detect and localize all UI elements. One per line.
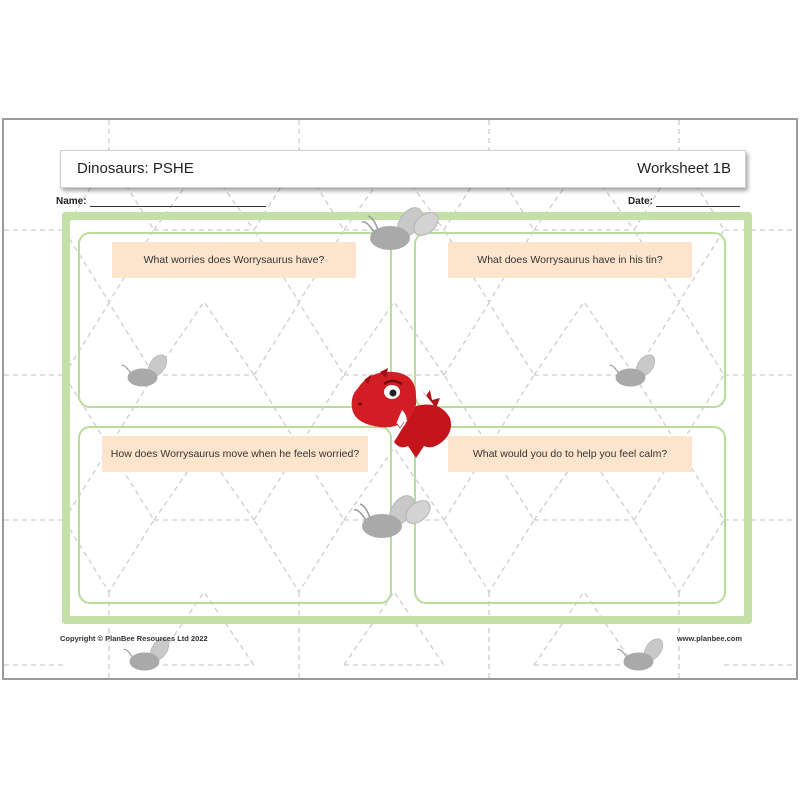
bee-icon — [123, 638, 170, 671]
dinosaur-illustration — [351, 368, 451, 458]
worksheet-title: Dinosaurs: PSHE — [77, 160, 194, 177]
question-box: What worries does Worrysaurus have? — [112, 242, 356, 278]
name-field[interactable]: Name: — [56, 196, 266, 207]
website-link[interactable]: www.planbee.com — [676, 634, 742, 643]
bee-icon — [121, 354, 168, 387]
panel-top-left[interactable] — [78, 232, 392, 408]
worksheet-header: Dinosaurs: PSHE Worksheet 1B — [60, 150, 746, 188]
bee-icon — [609, 354, 656, 387]
bee-icon — [361, 207, 439, 250]
date-line[interactable] — [656, 196, 741, 207]
hexagon-pattern-background — [4, 120, 796, 678]
question-box: What would you do to help you feel calm? — [448, 436, 692, 472]
question-box: What does Worrysaurus have in his tin? — [448, 242, 692, 278]
name-label: Name: — [56, 196, 87, 207]
bee-icon — [353, 495, 431, 538]
question-box: How does Worrysaurus move when he feels … — [102, 436, 368, 472]
copyright-text: Copyright © PlanBee Resources Ltd 2022 — [60, 634, 208, 643]
worksheet-number: Worksheet 1B — [637, 160, 731, 177]
date-field[interactable]: Date: — [628, 196, 741, 207]
name-line[interactable] — [89, 196, 266, 207]
date-label: Date: — [628, 196, 654, 207]
panel-top-right[interactable] — [414, 232, 726, 408]
worksheet-page: Dinosaurs: PSHE Worksheet 1B Name: Date:… — [2, 118, 798, 680]
bee-icon — [617, 638, 664, 671]
